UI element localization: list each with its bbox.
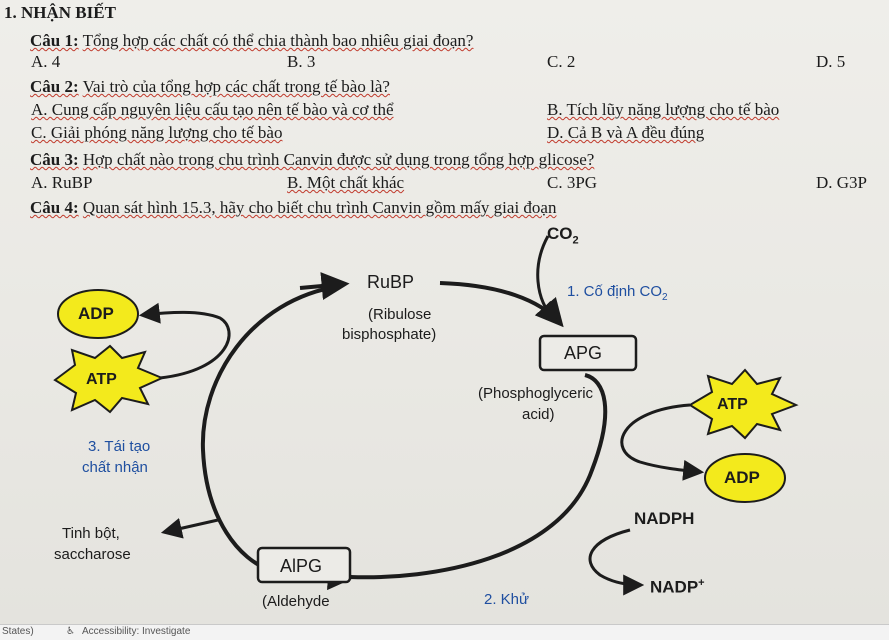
alpg-fullname: (Aldehyde: [262, 593, 330, 610]
calvin-cycle-diagram: [53, 235, 799, 596]
rubp-fullname-1: (Ribulose: [368, 306, 432, 323]
atp-right-star: [688, 368, 799, 440]
q3-option-b: B. Một chất khác: [287, 173, 405, 192]
atp-left-label: ATP: [86, 371, 117, 388]
arrow-nadph-to-nadp: [588, 528, 645, 596]
cycle-arc-left: [200, 284, 341, 572]
section-heading: 1. NHẬN BIẾT: [4, 3, 116, 22]
rubp-label: RuBP: [367, 272, 415, 292]
starch-label-1: Tinh bột,: [62, 525, 120, 542]
starch-label-2: saccharose: [54, 546, 131, 563]
q1-option-a: A. 4: [31, 52, 61, 71]
question-4-label: Câu 4:: [30, 198, 79, 217]
status-states: States): [2, 626, 34, 637]
step-1-label: 1. Cố định CO2: [567, 283, 668, 303]
question-3-text: Hợp chất nào trong chu trình Canvin được…: [82, 150, 595, 169]
question-4-text: Quan sát hình 15.3, hãy cho biết chu trì…: [82, 198, 557, 217]
atp-right-label: ATP: [717, 396, 748, 413]
atp-left-star: [53, 344, 165, 414]
adp-left-label: ADP: [78, 304, 114, 323]
q2-option-b: B. Tích lũy năng lượng cho tế bào: [547, 100, 780, 119]
apg-fullname-2: acid): [522, 406, 555, 423]
cycle-arc-right: [327, 373, 608, 591]
question-1-label: Câu 1:: [30, 31, 79, 50]
worksheet-page: 1. NHẬN BIẾT Câu 1: Tổng hợp các chất có…: [0, 0, 889, 624]
step-3-label-2: chất nhận: [82, 459, 148, 476]
question-3: Câu 3: Hợp chất nào trong chu trình Canv…: [30, 150, 594, 170]
question-1: Câu 1: Tổng hợp các chất có thể chia thà…: [30, 31, 473, 51]
adp-right-badge: [704, 453, 786, 503]
q3-option-d: D. G3P: [816, 173, 868, 192]
q3-option-c: C. 3PG: [547, 173, 598, 192]
q2-option-a: A. Cung cấp nguyên liệu cấu tạo nên tế b…: [31, 100, 394, 119]
q2-option-c: C. Giải phóng năng lượng cho tế bào: [31, 123, 283, 142]
step-3-label-1: 3. Tái tạo: [88, 438, 151, 455]
nadp-label: NADP+: [650, 577, 705, 597]
alpg-label: AlPG: [280, 556, 323, 576]
apg-label: APG: [564, 343, 603, 363]
q1-option-c: C. 2: [547, 52, 576, 71]
accessibility-status[interactable]: Accessibility: Investigate: [82, 626, 191, 637]
q2-option-d: D. Cả B và A đều đúng: [547, 123, 705, 142]
adp-left-badge: [57, 289, 139, 339]
arrow-into-rubp: [299, 272, 350, 300]
step-2-label: 2. Khử: [484, 591, 530, 608]
q1-option-d: D. 5: [816, 52, 846, 71]
question-2-label: Câu 2:: [30, 77, 79, 96]
arrow-atp-to-adp-right: [620, 403, 705, 481]
nadph-label: NADPH: [634, 509, 695, 528]
question-2: Câu 2: Vai trò của tổng hợp các chất tro…: [30, 77, 390, 97]
accessibility-icon[interactable]: ♿: [66, 626, 75, 637]
question-1-text: Tổng hợp các chất có thể chia thành bao …: [82, 31, 474, 50]
apg-fullname-1: (Phosphoglyceric: [478, 385, 594, 402]
status-bar: States) ♿ Accessibility: Investigate: [0, 624, 889, 640]
co2-label: CO2: [547, 224, 579, 247]
alpg-box: [256, 546, 352, 584]
arrow-atp-to-adp-left: [138, 302, 231, 380]
question-3-label: Câu 3:: [30, 150, 79, 169]
q3-option-a: A. RuBP: [31, 173, 93, 192]
q1-option-b: B. 3: [287, 52, 316, 71]
question-4: Câu 4: Quan sát hình 15.3, hãy cho biết …: [30, 198, 556, 218]
rubp-fullname-2: bisphosphate): [342, 326, 437, 343]
adp-right-label: ADP: [724, 468, 760, 487]
arrow-to-starch: [160, 518, 219, 539]
apg-box: [538, 334, 638, 372]
question-2-text: Vai trò của tổng hợp các chất trong tế b…: [82, 77, 390, 96]
arrow-co2-in: [535, 235, 558, 323]
